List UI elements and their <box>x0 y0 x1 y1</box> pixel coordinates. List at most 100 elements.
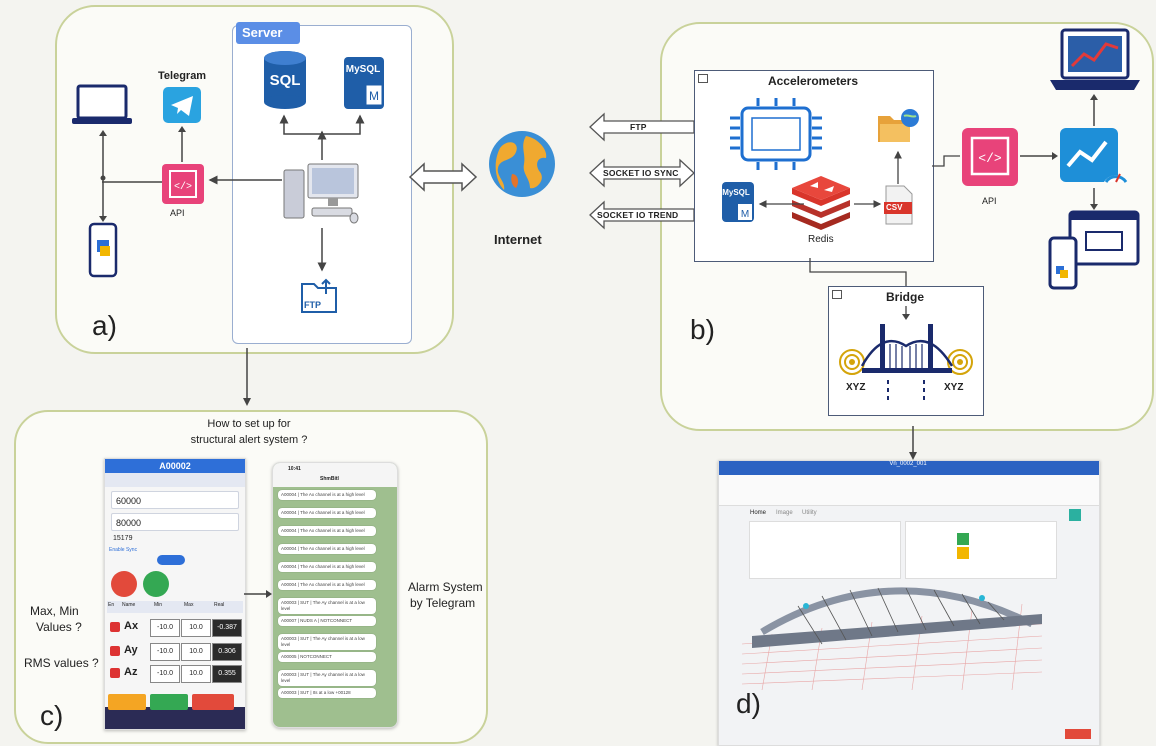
api-icon-a: </> <box>162 164 204 204</box>
tg-message: A00004 | The Ax channel is at a high lev… <box>278 562 376 572</box>
col-max: Max <box>184 602 194 608</box>
bidirectional-arrow-a-internet <box>408 162 478 192</box>
mysql-database-icon: M <box>344 57 384 109</box>
ay-min[interactable]: -10.0 <box>150 643 180 661</box>
ax-min[interactable]: -10.0 <box>150 619 180 637</box>
d-exit-button[interactable] <box>1065 729 1091 739</box>
api-to-trend-arrow <box>1020 152 1058 160</box>
bridge-3d-model <box>742 587 1042 690</box>
web-folder-icon <box>878 109 919 142</box>
tg-message: A00003 | SUT | The Ay channel is at a lo… <box>278 598 376 614</box>
tg-message: A00005 | NOTCONNECT <box>278 652 376 662</box>
laptop-phone-connector <box>99 130 107 222</box>
trend-to-monitor-arrow <box>1090 188 1098 210</box>
panel-c-heading-1: How to set up for <box>207 418 291 430</box>
ay-checkbox[interactable] <box>110 646 120 656</box>
internet-label: Internet <box>494 232 542 247</box>
panel-c <box>14 410 488 744</box>
col-name: Name <box>122 602 136 608</box>
bridge-window-icon <box>832 290 842 299</box>
mysql-database-icon-b: M <box>722 182 754 222</box>
ax-label: Ax <box>124 620 139 632</box>
az-min[interactable]: -10.0 <box>150 665 180 683</box>
az-max[interactable]: 10.0 <box>181 665 211 683</box>
ftp-label-a: FTP <box>304 300 321 310</box>
accelerometers-to-api-connector <box>932 155 960 167</box>
panel-c-heading-2: structural alert system ? <box>190 434 308 446</box>
d-card-right <box>905 521 1057 579</box>
server-title: Server <box>236 22 300 44</box>
socket-io-sync-label: SOCKET IO SYNC <box>603 168 679 178</box>
bridge-title: Bridge <box>885 290 924 304</box>
laptop-chart-icon <box>1050 28 1140 90</box>
tg-message: A00007 | NUDS A | NOTCONNECT <box>278 616 376 626</box>
trend-to-laptop-arrow <box>1090 94 1098 126</box>
panel-c-label: c) <box>40 700 64 731</box>
mysql-label-a: MySQL <box>345 64 381 75</box>
reload-button[interactable] <box>111 571 137 597</box>
red-button[interactable] <box>192 694 234 710</box>
green-button[interactable] <box>150 694 188 710</box>
xyz-right-label: XYZ <box>944 382 964 393</box>
api-label-b: API <box>982 196 997 206</box>
sql-label: SQL <box>269 72 301 89</box>
box-window-icon <box>698 74 708 83</box>
d-tab-home[interactable]: Home <box>750 510 767 516</box>
tg-message: A00003 | SUT | The Ay channel is at a lo… <box>278 670 376 686</box>
az-checkbox[interactable] <box>110 668 120 678</box>
ftp-icon <box>301 278 337 313</box>
tg-message: A00004 | The Ax channel is at a high lev… <box>278 490 376 500</box>
d-tab-image[interactable]: Image <box>776 510 793 516</box>
d-title-bar <box>719 461 1099 475</box>
svg-text:</>: </> <box>978 151 1002 166</box>
table-header <box>107 601 243 613</box>
accelerometers-box <box>694 70 934 262</box>
ax-max[interactable]: 10.0 <box>181 619 211 637</box>
max-min-label-1: Max, Min <box>30 604 79 618</box>
orange-button[interactable] <box>108 694 146 710</box>
panel-b-label: b) <box>690 314 715 345</box>
panel-a-label: a) <box>92 310 117 341</box>
sync-app-screenshot: A00002 60000 80000 15179 Enable Sync <box>104 458 246 730</box>
svg-text:</>: </> <box>174 181 192 193</box>
ax-checkbox[interactable] <box>110 622 120 632</box>
internet-globe-icon <box>489 131 555 197</box>
sql-database-icon <box>264 51 306 109</box>
api-icon-b: </> <box>962 128 1018 186</box>
panel-d-label: d) <box>736 688 761 719</box>
az-real: 0.355 <box>212 665 242 683</box>
d-side-button[interactable] <box>1069 509 1081 521</box>
alarm-label-2: by Telegram <box>410 596 476 610</box>
trend-dashboard-icon <box>1060 128 1128 183</box>
d-download-button[interactable] <box>957 533 969 545</box>
d-card-left <box>749 521 901 579</box>
sync-toggle[interactable] <box>157 555 185 565</box>
accelerometer-connectors <box>758 150 902 208</box>
app-toolbar <box>105 473 245 487</box>
svg-text:M: M <box>741 209 749 220</box>
tg-message: A00003 | SUT | The Ay channel is at a lo… <box>278 634 376 650</box>
api-telegram-connector <box>178 126 186 162</box>
phone-icon <box>88 222 118 278</box>
accelerometer-chip-icon <box>730 98 822 170</box>
d-tab-utility[interactable]: Utility <box>802 510 817 516</box>
bridge-icon <box>839 306 973 400</box>
app-field-2[interactable]: 80000 <box>111 513 239 531</box>
ay-max[interactable]: 10.0 <box>181 643 211 661</box>
telegram-label: Telegram <box>158 70 207 82</box>
save-button-round[interactable] <box>143 571 169 597</box>
tg-message: A00004 | The Ax channel is at a high lev… <box>278 580 376 590</box>
laptop-icon <box>72 84 132 124</box>
d-toolbar <box>719 475 1099 506</box>
col-en: En <box>108 602 115 608</box>
bottom-buttons <box>105 707 245 729</box>
server-connectors <box>208 114 365 272</box>
d-window-title: Vn_0002_001 <box>889 461 927 467</box>
server-computer-icon <box>283 163 359 224</box>
xyz-left-label: XYZ <box>846 382 866 393</box>
csv-file-icon <box>884 185 913 225</box>
d-settings-button[interactable] <box>957 547 969 559</box>
app-field-1[interactable]: 60000 <box>111 491 239 509</box>
ay-real: 0.306 <box>212 643 242 661</box>
col-real: Real <box>214 602 225 608</box>
